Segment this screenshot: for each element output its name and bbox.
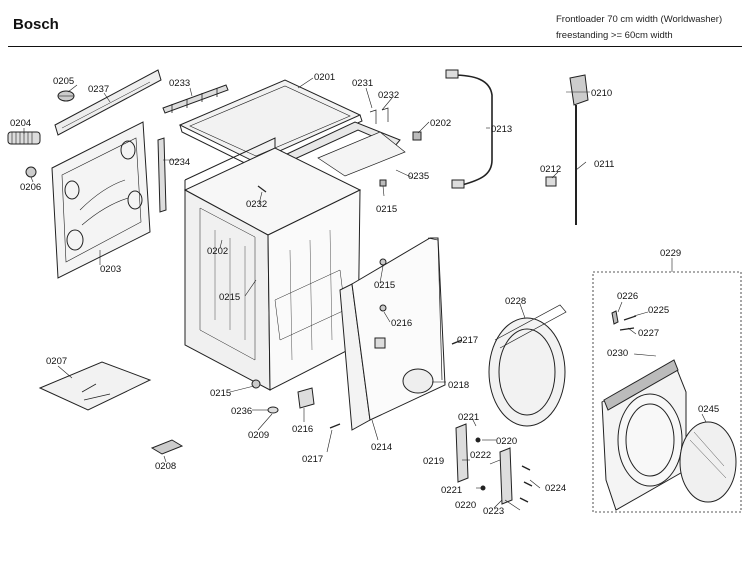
- callout-0201: 0201: [314, 72, 335, 83]
- callout-0215: 0215: [376, 204, 397, 215]
- callout-0232: 0232: [378, 90, 399, 101]
- callout-0220: 0220: [455, 500, 476, 511]
- leader-lines: [23, 77, 707, 511]
- callout-0234: 0234: [169, 157, 190, 168]
- callout-0225: 0225: [648, 305, 669, 316]
- callout-0228: 0228: [505, 296, 526, 307]
- callout-0229: 0229: [660, 248, 681, 259]
- callout-0202: 0202: [207, 246, 228, 257]
- callout-0208: 0208: [155, 461, 176, 472]
- callout-0227: 0227: [638, 328, 659, 339]
- callout-0210: 0210: [591, 88, 612, 99]
- callout-0215: 0215: [219, 292, 240, 303]
- callout-0206: 0206: [20, 182, 41, 193]
- door-frame-0230: [601, 359, 687, 511]
- part-0208: [150, 439, 184, 455]
- callout-0213: 0213: [491, 124, 512, 135]
- callout-0230: 0230: [607, 348, 628, 359]
- base-mat-0207: [38, 361, 152, 411]
- callout-0205: 0205: [53, 76, 74, 87]
- callout-0222: 0222: [470, 450, 491, 461]
- callout-0203: 0203: [100, 264, 121, 275]
- callout-0216: 0216: [391, 318, 412, 329]
- callout-0215: 0215: [210, 388, 231, 399]
- front-panel-0214: [339, 237, 446, 431]
- callout-0231: 0231: [352, 78, 373, 89]
- callout-0221: 0221: [458, 412, 479, 423]
- cabinet-housing: [183, 137, 362, 391]
- door-assembly-box-0229: [592, 271, 742, 513]
- rear-bracket-0237: [54, 69, 162, 136]
- callout-0221: 0221: [441, 485, 462, 496]
- callout-labels: 0201 0202 0202 0203 0204 0205 0206 0207 …: [10, 72, 719, 517]
- callout-0211: 0211: [594, 159, 614, 170]
- callout-0212: 0212: [540, 164, 561, 175]
- callout-0216: 0216: [292, 424, 313, 435]
- callout-0223: 0223: [483, 506, 504, 517]
- callout-0220: 0220: [496, 436, 517, 447]
- callout-0207: 0207: [46, 356, 67, 367]
- callout-0219: 0219: [423, 456, 444, 467]
- model-description-line-1: Frontloader 70 cm width (Worldwasher): [556, 14, 723, 25]
- callout-0224: 0224: [545, 483, 566, 494]
- callout-0237: 0237: [88, 84, 109, 95]
- header-divider: [8, 46, 742, 47]
- rear-panel-0203: [51, 121, 151, 279]
- cable-assembly-0210-0211: [545, 74, 589, 225]
- callout-0226: 0226: [617, 291, 638, 302]
- callout-0214: 0214: [371, 442, 392, 453]
- brand-title: Bosch: [13, 16, 59, 33]
- part-0202: [412, 131, 422, 141]
- callout-0232: 0232: [246, 199, 267, 210]
- callout-0217: 0217: [457, 335, 478, 346]
- hinge-parts-0219-0224: [455, 423, 533, 505]
- callout-0233: 0233: [169, 78, 190, 89]
- callout-0204: 0204: [10, 118, 31, 129]
- callout-0236: 0236: [231, 406, 252, 417]
- rail-0233: [162, 84, 229, 114]
- callout-0217: 0217: [302, 454, 323, 465]
- latch-parts-0225-0227: [611, 310, 637, 331]
- callout-0202: 0202: [430, 118, 451, 129]
- callout-0245: 0245: [698, 404, 719, 415]
- callout-0218: 0218: [448, 380, 469, 391]
- part-0206: [25, 166, 37, 178]
- door-glass-0245: [679, 421, 737, 503]
- door-ring-0228: [488, 304, 567, 427]
- callout-0235: 0235: [408, 171, 429, 182]
- bracket-0234: [157, 137, 167, 213]
- callout-0215: 0215: [374, 280, 395, 291]
- model-description-line-2: freestanding >= 60cm width: [556, 30, 673, 41]
- part-0205: [57, 90, 75, 102]
- hose-0213: [445, 69, 493, 189]
- callout-0209: 0209: [248, 430, 269, 441]
